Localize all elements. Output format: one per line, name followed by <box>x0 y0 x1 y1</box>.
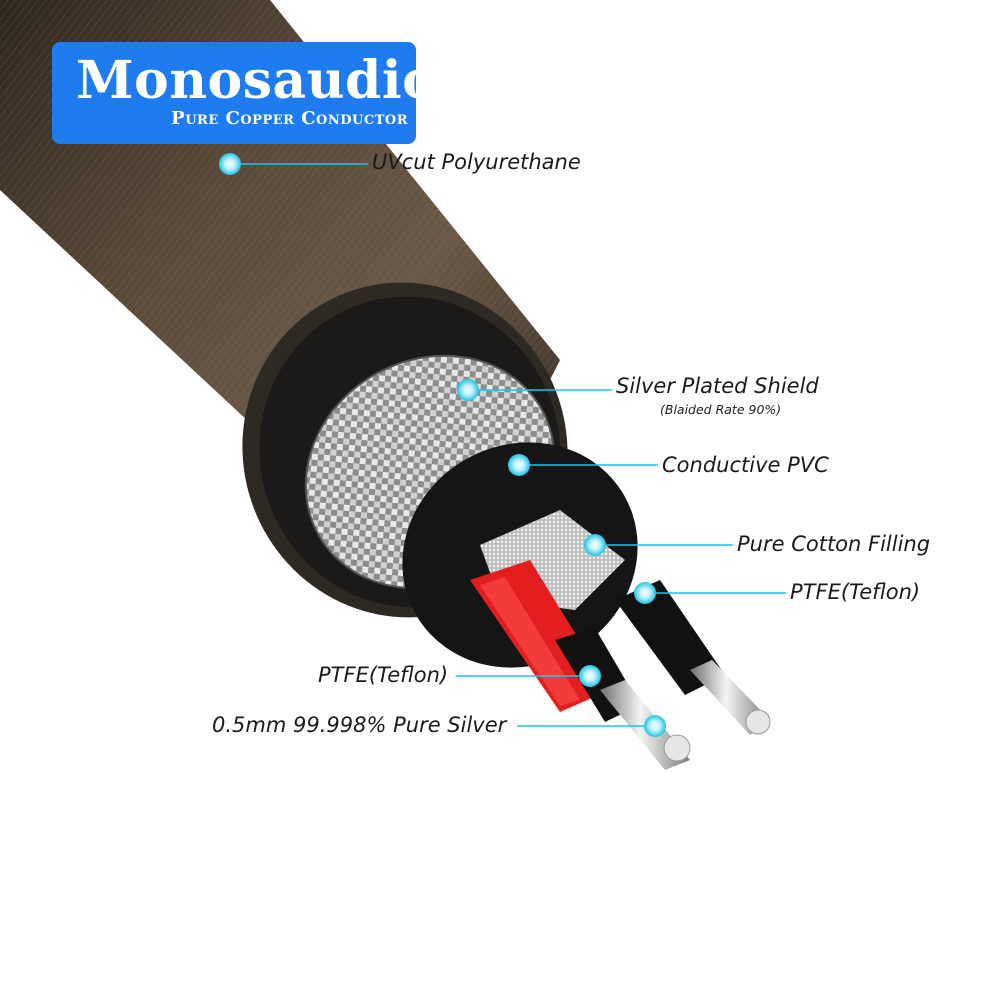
callout-dot-shield <box>457 379 479 401</box>
callout-dot-conductive-pvc <box>508 454 530 476</box>
label-ptfe-right: PTFE(Teflon) <box>790 580 921 604</box>
callout-dot-conductor <box>644 715 666 737</box>
black-insulated-core <box>615 580 771 735</box>
label-pure-cotton-filling: Pure Cotton Filling <box>737 532 931 556</box>
brand-logo-badge: Monosaudio Pure Copper Conductor <box>52 42 437 144</box>
callout-dot-ptfe-right <box>634 582 656 604</box>
callout-dot-ptfe-left <box>579 665 601 687</box>
label-pure-silver-conductor: 0.5mm 99.998% Pure Silver <box>212 713 507 737</box>
callout-leader-lines <box>230 163 786 727</box>
brand-name: Monosaudio <box>76 50 438 111</box>
label-silver-plated-shield: Silver Plated Shield <box>616 374 819 398</box>
brand-tagline: Pure Copper Conductor <box>171 108 408 129</box>
label-conductive-pvc: Conductive PVC <box>662 453 829 477</box>
callout-dot-jacket <box>219 153 241 175</box>
label-uvcut-polyurethane: UVcut Polyurethane <box>372 150 581 174</box>
label-ptfe-left: PTFE(Teflon) <box>318 663 449 687</box>
callout-dot-filling <box>584 534 606 556</box>
label-shield-braid-rate: (Blaided Rate 90%) <box>660 402 782 417</box>
